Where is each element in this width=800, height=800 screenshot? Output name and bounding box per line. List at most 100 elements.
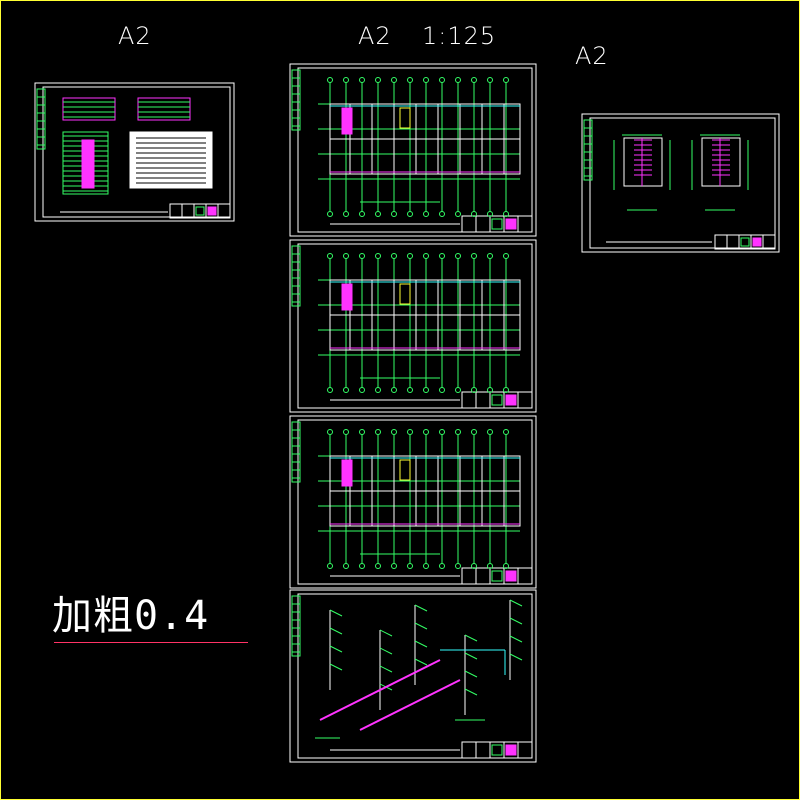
middle-sheet-4-branch xyxy=(464,688,478,696)
middle-sheet-4-branch xyxy=(414,640,428,648)
middle-sheet-3-axis-bubble xyxy=(439,429,445,435)
middle-sheet-3-axis-bubble xyxy=(391,429,397,435)
middle-sheet-3-axis-bubble xyxy=(471,563,477,569)
middle-sheet-2-axis-bubble xyxy=(423,253,429,259)
middle-sheet-3-axis-bubble xyxy=(327,429,333,435)
right-room-outline xyxy=(623,137,663,187)
left-sheet-inner-border xyxy=(42,86,231,218)
sheet-size-label-middle: A2 xyxy=(358,22,392,50)
middle-sheet-4-branch xyxy=(379,629,393,637)
middle-sheet-4-branch xyxy=(509,635,523,643)
sheet-size-label-left: A2 xyxy=(118,22,152,50)
left-sheet-title-stamp xyxy=(207,206,217,216)
right-sheet-title-block xyxy=(714,234,776,250)
middle-sheet-1-axis-bubble xyxy=(391,211,397,217)
middle-sheet-2-axis-bubble xyxy=(455,387,461,393)
middle-sheet-2-axis-bubble xyxy=(487,253,493,259)
middle-sheet-4-branch xyxy=(414,622,428,630)
middle-sheet-2-axis-bubble xyxy=(423,387,429,393)
middle-sheet-3-axis-bubble xyxy=(487,429,493,435)
middle-sheet-1-yellow-marker xyxy=(399,107,411,129)
middle-sheet-2-axis-bubble xyxy=(375,387,381,393)
middle-sheet-4-branch xyxy=(414,658,428,666)
middle-sheet-2-axis-bubble xyxy=(391,253,397,259)
middle-sheet-1-axis-bubble xyxy=(391,77,397,83)
middle-sheet-2-axis-bubble xyxy=(471,253,477,259)
middle-sheet-3-stair-pipe xyxy=(341,459,353,487)
middle-sheet-2-axis-bubble xyxy=(407,387,413,393)
middle-sheet-4-branch xyxy=(379,647,393,655)
middle-sheet-2-outer-border xyxy=(289,239,537,413)
middle-sheet-2-axis-bubble xyxy=(359,387,365,393)
left-sheet-side-strip xyxy=(36,88,46,150)
left-sheet-title-block xyxy=(169,203,231,219)
middle-sheet-3-outer-border xyxy=(289,415,537,589)
middle-sheet-2-axis-bubble xyxy=(407,253,413,259)
middle-sheet-4-branch xyxy=(464,670,478,678)
middle-sheet-4-title-stamp xyxy=(505,744,517,756)
middle-sheet-1-axis-bubble xyxy=(407,211,413,217)
middle-sheet-2-axis-bubble xyxy=(327,387,333,393)
middle-sheet-2-axis-bubble xyxy=(503,387,509,393)
note-underline xyxy=(54,642,248,643)
middle-sheet-2-yellow-marker xyxy=(399,283,411,305)
middle-sheet-3-side-strip xyxy=(291,421,301,483)
middle-sheet-1-stair-pipe xyxy=(341,107,353,135)
middle-sheet-3-axis-bubble xyxy=(375,563,381,569)
middle-sheet-4-side-strip xyxy=(291,595,301,657)
middle-sheet-3-axis-bubble xyxy=(455,429,461,435)
right-sheet-title-cell xyxy=(740,237,750,247)
left-table-2 xyxy=(137,97,191,121)
middle-sheet-3-axis-bubble xyxy=(391,563,397,569)
middle-sheet-2-axis-bubble xyxy=(439,253,445,259)
middle-sheet-3-axis-bubble xyxy=(471,429,477,435)
middle-sheet-1-axis-bubble xyxy=(343,211,349,217)
middle-sheet-3-axis-bubble xyxy=(407,563,413,569)
middle-sheet-2-inner-border xyxy=(297,243,533,409)
middle-sheet-1-axis-bubble xyxy=(407,77,413,83)
middle-sheet-4-main-pipe xyxy=(359,679,461,731)
middle-sheet-3-inner-border xyxy=(297,419,533,585)
middle-sheet-3-axis-bubble xyxy=(359,429,365,435)
right-room-outline xyxy=(701,137,741,187)
middle-sheet-2-axis-bubble xyxy=(391,387,397,393)
middle-sheet-3-axis-bubble xyxy=(327,563,333,569)
middle-sheet-1-axis-bubble xyxy=(327,77,333,83)
middle-sheet-1-axis-bubble xyxy=(487,211,493,217)
middle-sheet-1-side-strip xyxy=(291,69,301,131)
middle-sheet-4-outer-border xyxy=(289,589,537,763)
middle-sheet-1-axis-bubble xyxy=(439,211,445,217)
middle-sheet-1-axis-bubble xyxy=(359,77,365,83)
middle-sheet-2-stair-pipe xyxy=(341,283,353,311)
middle-sheet-4-branch xyxy=(464,634,478,642)
left-legend-symbols xyxy=(81,139,95,189)
middle-sheet-1-inner-border xyxy=(297,67,533,233)
right-sheet-title-stamp xyxy=(752,237,762,247)
middle-sheet-2-axis-bubble xyxy=(343,253,349,259)
left-notes-block xyxy=(129,131,213,189)
sheet-size-label-right: A2 xyxy=(575,42,609,70)
middle-sheet-3-axis-bubble xyxy=(375,429,381,435)
middle-sheet-2-title-cell xyxy=(491,394,503,406)
middle-sheet-2-title-stamp xyxy=(505,394,517,406)
middle-sheet-3-axis-bubble xyxy=(423,429,429,435)
middle-sheet-1-axis-bubble xyxy=(423,77,429,83)
middle-sheet-3-axis-bubble xyxy=(359,563,365,569)
line-weight-note: 加粗0.4 xyxy=(52,593,210,639)
middle-sheet-3-yellow-marker xyxy=(399,459,411,481)
middle-sheet-3-title-block xyxy=(461,567,533,585)
middle-sheet-1-axis-bubble xyxy=(375,211,381,217)
middle-sheet-1-axis-bubble xyxy=(471,77,477,83)
middle-sheet-2-axis-bubble xyxy=(455,253,461,259)
middle-sheet-1-axis-bubble xyxy=(471,211,477,217)
middle-sheet-4-main-pipe xyxy=(319,659,441,721)
middle-sheet-4-inner-border xyxy=(297,593,533,759)
middle-sheet-1-axis-bubble xyxy=(423,211,429,217)
middle-sheet-3-axis-bubble xyxy=(439,563,445,569)
middle-sheet-3-title-cell xyxy=(491,570,503,582)
middle-sheet-2-axis-bubble xyxy=(327,253,333,259)
middle-sheet-1-title-cell xyxy=(491,218,503,230)
right-sheet-inner-border xyxy=(589,117,776,249)
middle-sheet-4-branch xyxy=(329,609,343,617)
middle-sheet-1-axis-bubble xyxy=(375,77,381,83)
